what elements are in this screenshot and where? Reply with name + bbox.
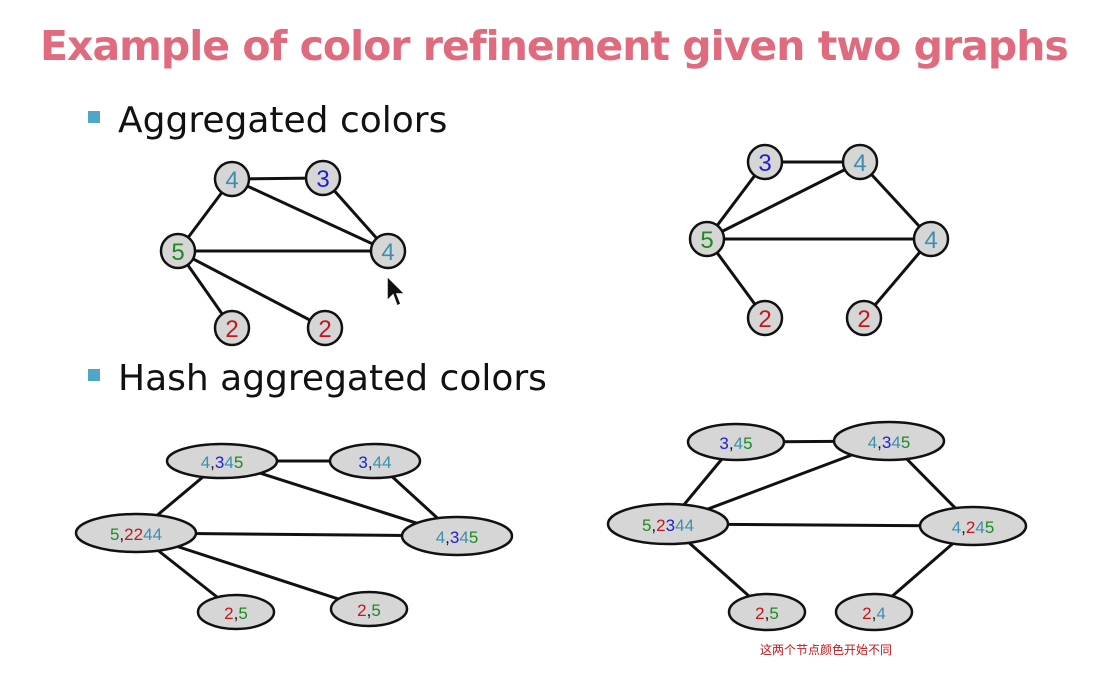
node-label: 2,4 (862, 604, 886, 623)
node-ellipse (686, 422, 786, 462)
graph-node: 4,345 (165, 442, 279, 480)
node-label: 4 (381, 239, 394, 266)
graph-node: 2 (746, 299, 784, 337)
graph-node: 5,2344 (606, 502, 730, 546)
bullet-hash-aggregated-colors: Hash aggregated colors (88, 358, 547, 399)
bullet-label: Aggregated colors (118, 100, 448, 141)
node-ellipse (727, 592, 807, 632)
graph-node: 2 (213, 309, 251, 347)
node-ellipse (918, 505, 1028, 547)
graph-aggregated-right: 3 4 5 4 2 2 (688, 143, 950, 337)
bullet-square-icon (88, 110, 100, 123)
graph-hashed-left: 4,345 3,44 5,2244 4,345 2,5 2,5 (74, 442, 514, 631)
graph-node: 4 (369, 232, 407, 270)
node-label: 4,245 (952, 518, 995, 537)
slide-title: Example of color refinement given two gr… (40, 22, 1069, 70)
node-ellipse (834, 592, 914, 632)
graph-hashed-right: 3,45 4,345 5,2344 4,245 2,5 2,4 (606, 420, 1028, 632)
node-label: 2 (758, 306, 771, 333)
graph-node: 4,245 (918, 505, 1028, 547)
graph-node: 2,5 (329, 590, 409, 628)
node-label: 3,44 (358, 453, 391, 472)
node-circle (159, 232, 197, 270)
node-label: 4,345 (436, 528, 479, 547)
node-ellipse (400, 515, 514, 557)
graph-node: 5 (688, 220, 726, 258)
edge (177, 249, 326, 330)
edge (231, 177, 389, 253)
node-ellipse (329, 590, 409, 628)
node-label: 5 (171, 239, 184, 266)
node-ellipse (196, 593, 276, 631)
node-label: 5,2344 (642, 516, 694, 535)
node-circle (845, 299, 883, 337)
node-circle (369, 232, 407, 270)
bullet-aggregated-colors: Aggregated colors (88, 100, 447, 141)
node-label: 3 (316, 166, 329, 193)
mouse-pointer-icon (386, 275, 407, 308)
node-ellipse (328, 442, 422, 480)
node-circle (688, 220, 726, 258)
graph-node: 3 (746, 143, 784, 181)
node-circle (304, 159, 342, 197)
bullet-label: Hash aggregated colors (118, 358, 547, 399)
node-circle (306, 309, 344, 347)
edge (706, 160, 861, 241)
graph-node: 4 (841, 143, 879, 181)
graph-node: 2,5 (727, 592, 807, 632)
graph-node: 4 (912, 220, 950, 258)
node-circle (746, 143, 784, 181)
graph-node: 5 (159, 232, 197, 270)
node-ellipse (832, 420, 946, 462)
graph-node: 3 (304, 159, 342, 197)
node-circle (841, 143, 879, 181)
node-label: 4,345 (868, 433, 911, 452)
node-label: 5 (700, 227, 713, 254)
node-circle (746, 299, 784, 337)
node-label: 3,45 (719, 434, 752, 453)
node-circle (912, 220, 950, 258)
node-label: 2,5 (755, 604, 779, 623)
graph-node: 4,345 (832, 420, 946, 462)
graph-node: 5,2244 (74, 512, 198, 554)
node-ellipse (606, 502, 730, 546)
node-label: 4,345 (201, 453, 244, 472)
graph-node: 2,4 (834, 592, 914, 632)
node-label: 2 (225, 316, 238, 343)
graph-node: 4,345 (400, 515, 514, 557)
node-circle (213, 309, 251, 347)
graph-node: 3,45 (686, 422, 786, 462)
graph-aggregated-left: 4 3 5 4 2 2 (159, 159, 407, 347)
node-label: 2,5 (357, 601, 381, 620)
node-label: 2 (318, 316, 331, 343)
node-circle (213, 160, 251, 198)
graph-node: 2 (306, 309, 344, 347)
node-label: 4 (924, 227, 937, 254)
graph-node: 4 (213, 160, 251, 198)
node-ellipse (74, 512, 198, 554)
graph-node: 3,44 (328, 442, 422, 480)
node-ellipse (165, 442, 279, 480)
graph-node: 2 (845, 299, 883, 337)
annotation-note: 这两个节点颜色开始不同 (760, 643, 893, 657)
node-label: 4 (225, 167, 238, 194)
graph-node: 2,5 (196, 593, 276, 631)
bullet-square-icon (88, 368, 100, 381)
node-label: 2 (857, 306, 870, 333)
node-label: 3 (758, 150, 771, 177)
node-label: 4 (853, 150, 866, 177)
node-label: 5,2244 (110, 525, 162, 544)
node-label: 2,5 (224, 604, 248, 623)
